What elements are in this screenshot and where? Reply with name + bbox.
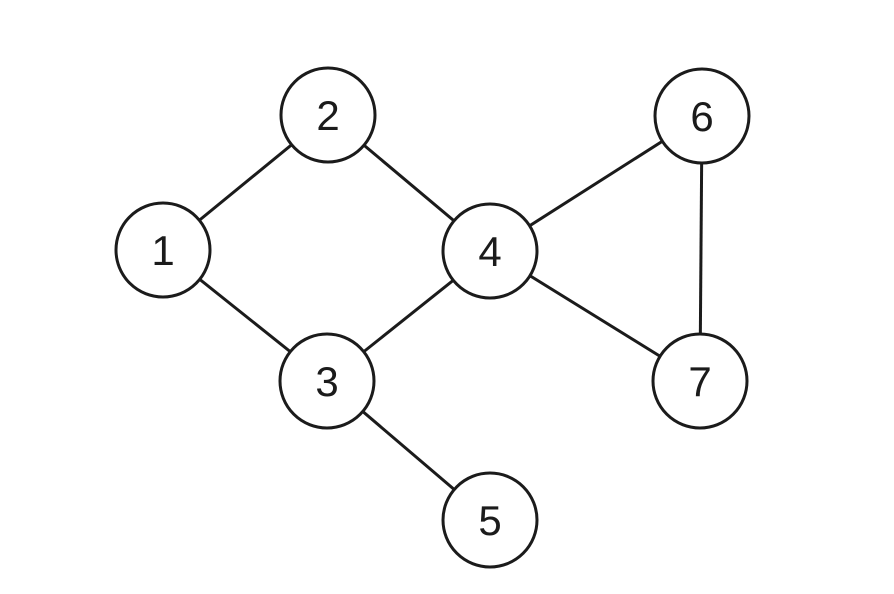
graph-node-4: 4 [441,202,539,300]
graph-node-circle-1 [114,201,212,299]
graph-node-label-5: 5 [478,497,501,544]
graph-node-label-2: 2 [316,92,339,139]
graph-node-circle-7 [651,332,749,430]
graph-node-label-4: 4 [478,228,501,275]
graph-node-circle-4 [441,202,539,300]
graph-node-circle-3 [278,332,376,430]
graph-node-3: 3 [278,332,376,430]
graph-node-2: 2 [279,66,377,164]
graph-node-1: 1 [114,201,212,299]
graph-node-circle-6 [653,67,751,165]
graph-node-6: 6 [653,67,751,165]
graph-node-circle-5 [441,471,539,569]
graph-node-5: 5 [441,471,539,569]
graph-node-7: 7 [651,332,749,430]
graph-node-label-3: 3 [315,358,338,405]
graph-node-label-7: 7 [688,358,711,405]
graph-node-label-1: 1 [151,227,174,274]
graph-node-label-6: 6 [690,93,713,140]
graph-node-circle-2 [279,66,377,164]
